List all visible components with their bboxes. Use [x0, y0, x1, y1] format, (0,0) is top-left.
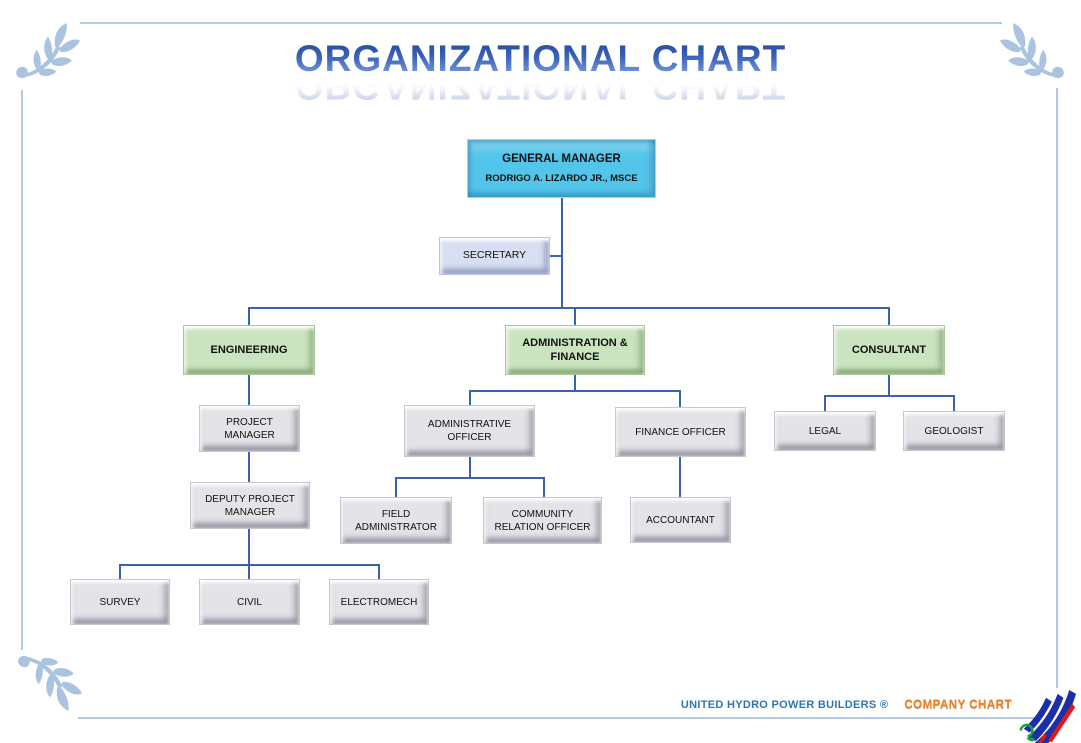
connector-line — [119, 564, 121, 580]
org-box-administrative-officer: ADMINISTRATIVE OFFICER — [404, 405, 535, 457]
company-logo — [1019, 689, 1077, 743]
org-box-label: SURVEY — [99, 596, 141, 608]
org-box-label: ENGINEERING — [210, 343, 288, 356]
org-box-community-relation-officer: COMMUNITY RELATION OFFICER — [483, 497, 602, 544]
connector-line — [248, 307, 250, 325]
org-box-geologist: GEOLOGIST — [903, 411, 1005, 451]
org-box-legal: LEGAL — [774, 411, 876, 451]
org-box-project-manager: PROJECT MANAGER — [199, 405, 300, 452]
org-box-field-administrator: FIELD ADMINISTRATOR — [340, 497, 452, 544]
org-box-label: GENERAL MANAGER — [502, 152, 621, 165]
org-box-label: GEOLOGIST — [924, 425, 984, 437]
frame-line-right — [1056, 88, 1058, 688]
org-box-administration-finance: ADMINISTRATION & FINANCE — [505, 325, 645, 375]
page-title: ORGANIZATIONAL CHART — [294, 38, 787, 79]
connector-line — [543, 477, 545, 497]
connector-line — [679, 390, 681, 407]
org-box-label: CIVIL — [236, 596, 262, 608]
connector-line — [824, 395, 955, 397]
title-block: ORGANIZATIONAL CHART ORGANIZATIONAL CHAR… — [0, 38, 1081, 107]
connector-line — [248, 564, 250, 580]
connector-line — [574, 307, 576, 325]
connector-line — [248, 375, 250, 405]
frame-line-bottom — [78, 717, 1035, 719]
connector-line — [248, 452, 250, 482]
connector-line — [679, 457, 681, 497]
connector-line — [469, 390, 471, 405]
org-box-finance-officer: FINANCE OFFICER — [615, 407, 746, 457]
org-box-label: DEPUTY PROJECT MANAGER — [205, 493, 295, 518]
org-box-label: CONSULTANT — [851, 343, 927, 356]
org-box-label: ACCOUNTANT — [646, 514, 715, 526]
connector-line — [888, 307, 890, 325]
org-box-secretary: SECRETARY — [439, 237, 550, 275]
connector-line — [574, 375, 576, 391]
footer-chart-label: COMPANY CHART — [904, 699, 1012, 711]
connector-line — [550, 255, 562, 257]
org-box-label: COMMUNITY RELATION OFFICER — [494, 508, 591, 533]
footer: UNITED HYDRO POWER BUILDERS ® COMPANY CH… — [681, 699, 1012, 711]
org-box-label: FINANCE OFFICER — [635, 426, 726, 438]
org-box-accountant: ACCOUNTANT — [630, 497, 731, 543]
connector-line — [248, 529, 250, 565]
org-box-survey: SURVEY — [70, 579, 170, 625]
connector-line — [395, 477, 545, 479]
connector-line — [469, 457, 471, 478]
org-box-label: FIELD ADMINISTRATOR — [355, 508, 437, 533]
connector-line — [378, 564, 380, 580]
frame-line-top — [80, 22, 1002, 24]
org-box-label: ADMINISTRATION & FINANCE — [522, 336, 628, 363]
org-box-civil: CIVIL — [199, 579, 300, 625]
connector-line — [469, 390, 681, 392]
org-box-general-manager: GENERAL MANAGER RODRIGO A. LIZARDO JR., M… — [467, 139, 656, 198]
org-box-engineering: ENGINEERING — [183, 325, 315, 375]
org-box-label: ADMINISTRATIVE OFFICER — [427, 419, 512, 443]
org-box-deputy-project-manager: DEPUTY PROJECT MANAGER — [190, 482, 310, 529]
connector-line — [824, 395, 826, 411]
org-box-sublabel: RODRIGO A. LIZARDO JR., MSCE — [485, 172, 638, 184]
org-box-label: ELECTROMECH — [340, 596, 418, 608]
org-box-label: LEGAL — [808, 425, 842, 437]
connector-line — [395, 477, 397, 497]
connector-line — [953, 395, 955, 411]
footer-company-name: UNITED HYDRO POWER BUILDERS ® — [680, 699, 889, 711]
page-title-reflection: ORGANIZATIONAL CHART — [0, 66, 1081, 107]
floral-ornament-bottom-left — [18, 655, 82, 711]
org-box-electromech: ELECTROMECH — [329, 579, 429, 625]
org-box-consultant: CONSULTANT — [833, 325, 945, 375]
connector-line — [248, 307, 890, 309]
org-box-label: PROJECT MANAGER — [224, 416, 275, 441]
frame-line-left — [21, 90, 23, 650]
connector-line — [888, 375, 890, 396]
connector-line — [561, 198, 563, 308]
org-box-label: SECRETARY — [462, 249, 527, 262]
